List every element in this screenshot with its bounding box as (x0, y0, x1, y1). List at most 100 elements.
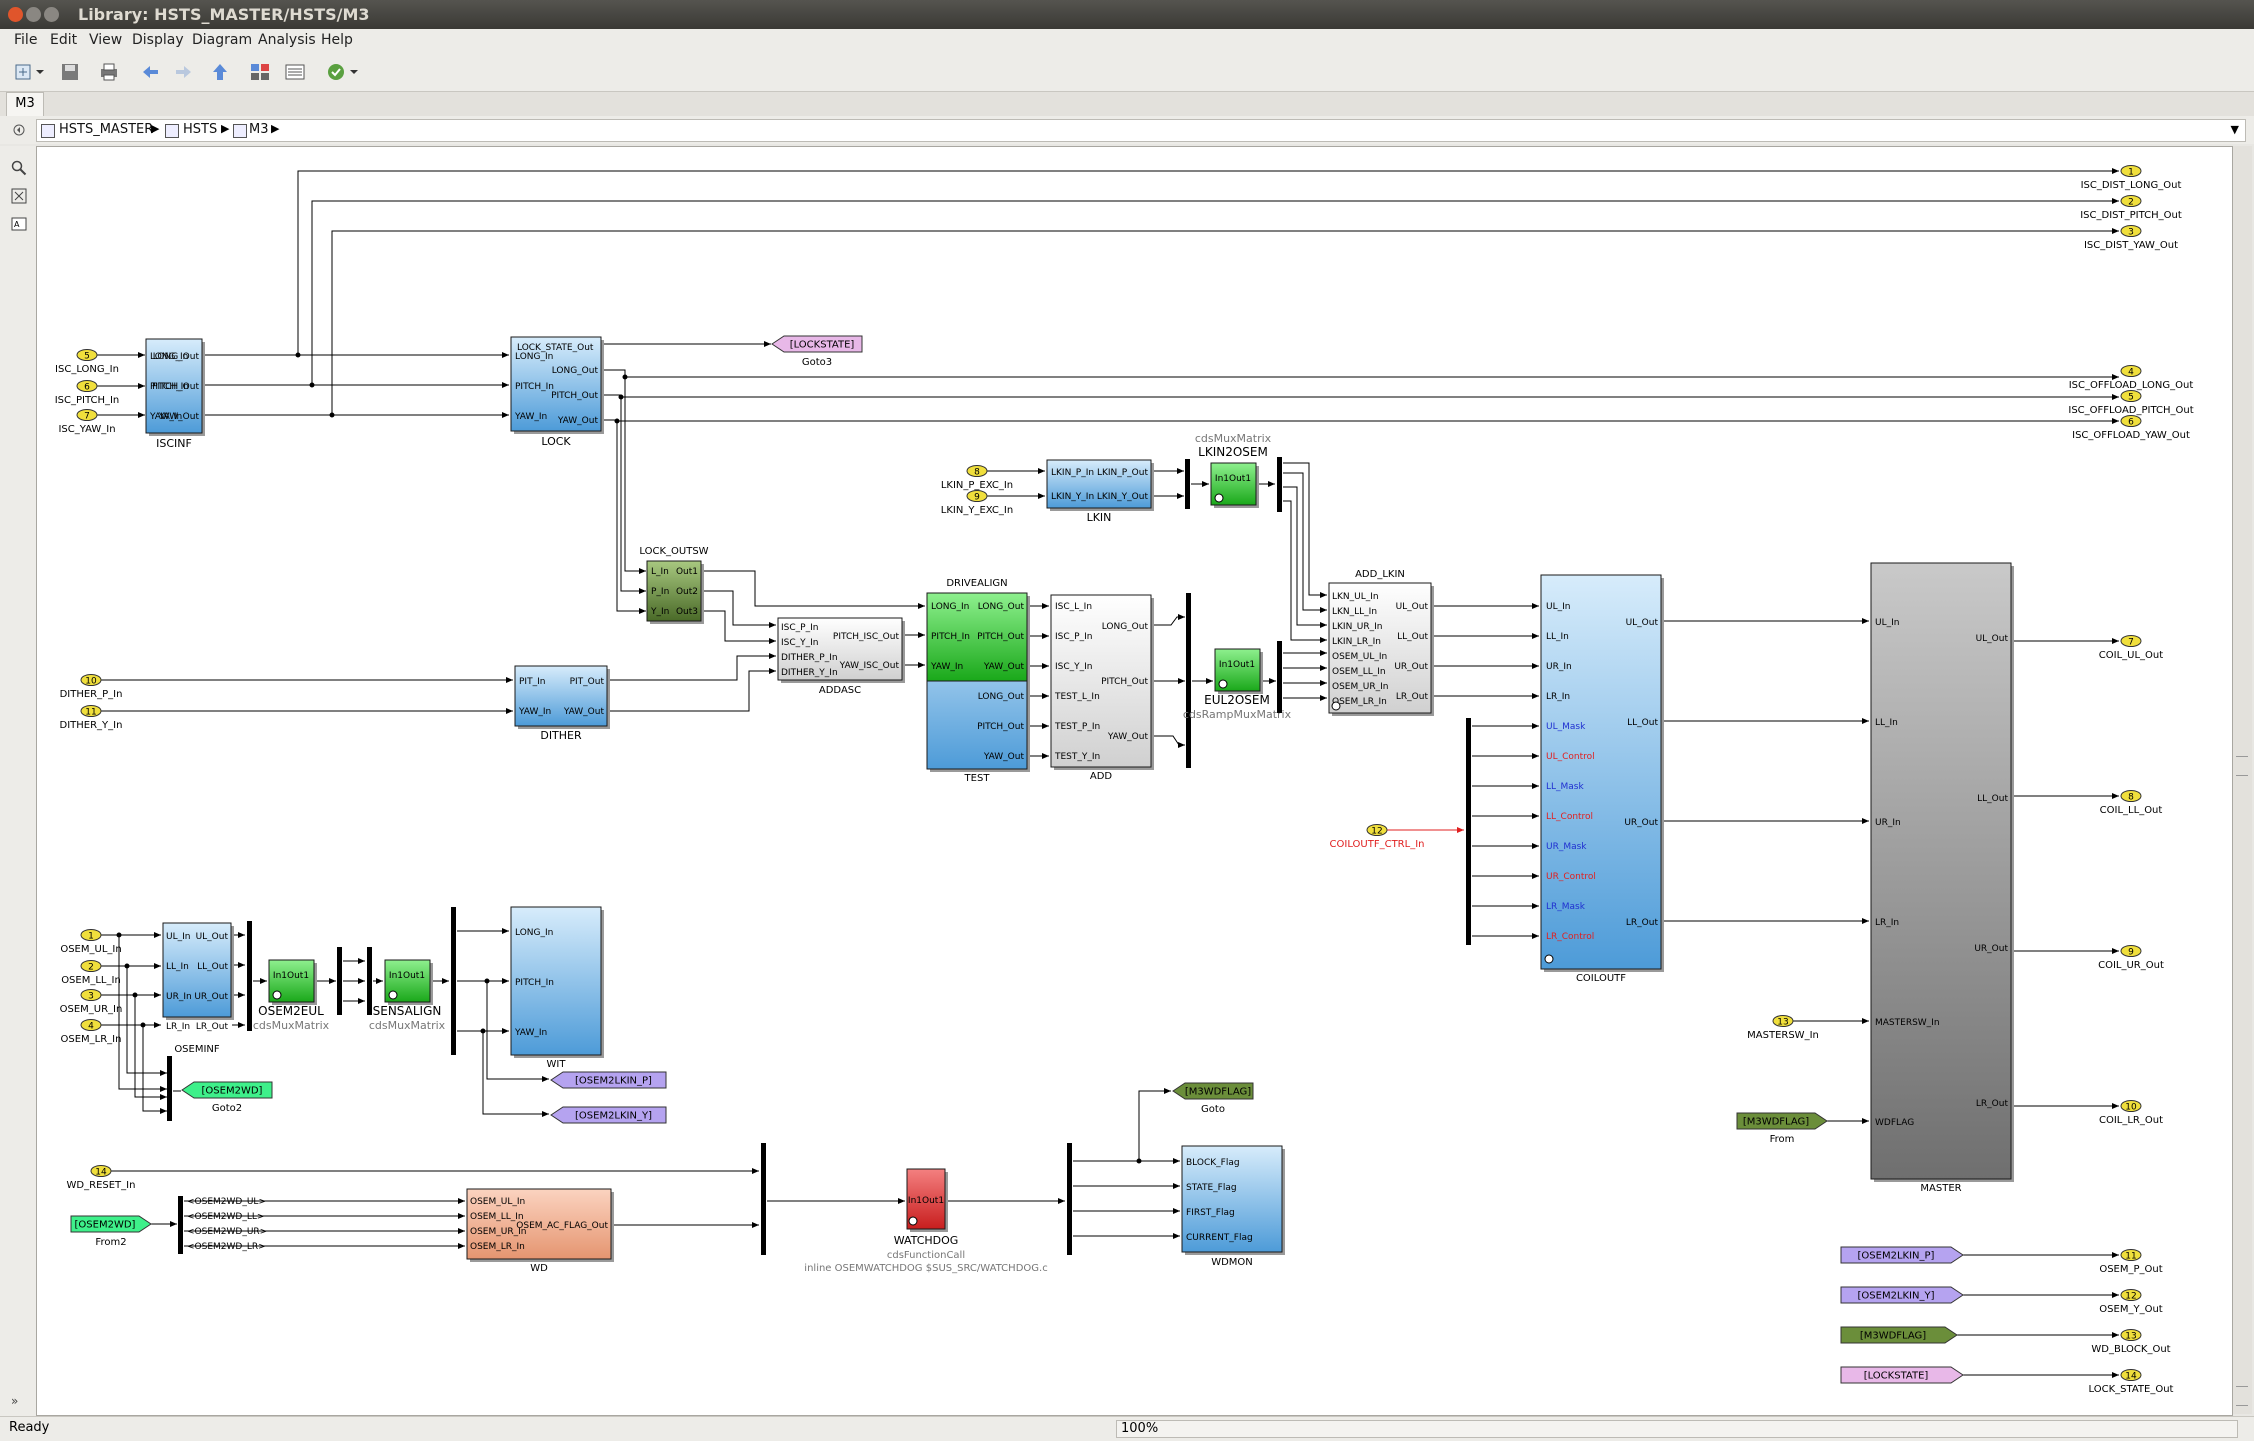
close-window-button[interactable] (8, 7, 23, 22)
mux-bar[interactable] (1185, 459, 1190, 509)
tag-goto-osem2lkin-p[interactable] (550, 1071, 667, 1089)
outport[interactable] (2120, 165, 2142, 177)
block-wit[interactable] (510, 906, 602, 1056)
tag-from-m3wdflag-2[interactable] (1840, 1326, 1958, 1344)
forward-icon[interactable] (172, 60, 196, 84)
tag-goto-osem2lkin-y[interactable] (550, 1106, 667, 1124)
inport[interactable] (966, 465, 988, 477)
mux-bar[interactable] (367, 947, 372, 1015)
breadcrumb-hsts[interactable]: HSTS (183, 122, 218, 137)
block-wdmon[interactable] (1181, 1145, 1283, 1253)
block-addasc[interactable] (777, 617, 903, 681)
block-drivealign[interactable] (926, 592, 1028, 682)
inport[interactable] (966, 490, 988, 502)
tab-m3[interactable]: M3 (6, 92, 44, 116)
block-add[interactable] (1050, 594, 1152, 768)
block-dither[interactable] (514, 665, 608, 727)
outport[interactable] (2120, 365, 2142, 377)
mux-bar[interactable] (1277, 457, 1282, 512)
block-lockoutsw[interactable] (646, 560, 702, 622)
mux-bar[interactable] (337, 947, 342, 1015)
outport[interactable] (2120, 225, 2142, 237)
inport[interactable] (76, 380, 98, 392)
menu-analysis[interactable]: Analysis (258, 32, 316, 48)
inport[interactable] (76, 409, 98, 421)
inport[interactable] (80, 1019, 102, 1031)
outport[interactable] (2120, 1329, 2142, 1341)
outport[interactable] (2120, 790, 2142, 802)
outport[interactable] (2120, 1289, 2142, 1301)
save-icon[interactable] (58, 60, 82, 84)
inport[interactable] (90, 1165, 112, 1177)
block-wd[interactable] (466, 1188, 612, 1260)
mux-bar[interactable] (1067, 1143, 1072, 1255)
up-level-icon[interactable] (208, 60, 232, 84)
tag-goto2[interactable] (181, 1081, 273, 1099)
fit-to-view-icon[interactable] (11, 188, 27, 208)
expand-icon[interactable]: » (11, 1394, 19, 1408)
mux-bar[interactable] (247, 921, 252, 1031)
back-icon[interactable] (138, 60, 162, 84)
dropdown-arrow-icon[interactable] (34, 60, 46, 84)
tag-from-lockstate[interactable] (1840, 1366, 1964, 1384)
dropdown-arrow-icon[interactable]: ▼ (2230, 123, 2239, 136)
block-master[interactable] (1870, 562, 2012, 1180)
tag-from2[interactable] (70, 1215, 152, 1233)
outport[interactable] (2120, 195, 2142, 207)
minimize-window-button[interactable] (26, 7, 41, 22)
menu-diagram[interactable]: Diagram (192, 32, 253, 48)
tag-from-m3wdflag[interactable] (1736, 1112, 1828, 1130)
block-oseminf[interactable] (162, 922, 232, 1018)
mux-bar[interactable] (167, 1056, 172, 1121)
scroll-grip[interactable] (2236, 756, 2248, 776)
menu-display[interactable]: Display (132, 32, 184, 48)
block-iscinf[interactable] (145, 338, 203, 434)
outport[interactable] (2120, 635, 2142, 647)
outport[interactable] (2120, 1100, 2142, 1112)
mux-bar[interactable] (1277, 641, 1282, 713)
inport[interactable] (80, 674, 102, 686)
inport[interactable] (80, 989, 102, 1001)
mux-bar[interactable] (178, 1196, 183, 1254)
inport[interactable] (80, 960, 102, 972)
maximize-window-button[interactable] (44, 7, 59, 22)
inport[interactable] (76, 349, 98, 361)
tag-goto-m3wdflag[interactable] (1172, 1082, 1254, 1100)
new-model-icon[interactable] (12, 60, 36, 84)
mux-bar[interactable] (761, 1143, 766, 1255)
tag-from-osem2lkin-p[interactable] (1840, 1246, 1964, 1264)
menu-help[interactable]: Help (321, 32, 353, 48)
block-lkin[interactable] (1046, 459, 1152, 509)
menu-view[interactable]: View (89, 32, 123, 48)
check-icon[interactable] (324, 60, 348, 84)
block-lock[interactable] (510, 336, 602, 432)
inport[interactable] (80, 705, 102, 717)
hide-explorer-icon[interactable] (12, 122, 26, 136)
tag-from-osem2lkin-y[interactable] (1840, 1286, 1964, 1304)
breadcrumb-m3[interactable]: M3 (249, 122, 269, 137)
tag-goto3[interactable] (771, 335, 863, 353)
inport[interactable] (1772, 1015, 1794, 1027)
outport[interactable] (2120, 415, 2142, 427)
outport[interactable] (2120, 1249, 2142, 1261)
check-dropdown-icon[interactable] (348, 60, 360, 84)
menu-file[interactable]: File (14, 32, 38, 48)
outport[interactable] (2120, 390, 2142, 402)
library-browser-icon[interactable] (248, 60, 272, 84)
breadcrumb-hsts-master[interactable]: HSTS_MASTER (59, 122, 154, 137)
block-coiloutf[interactable] (1540, 574, 1662, 970)
print-icon[interactable] (97, 60, 121, 84)
block-diagram[interactable]: 1ISC_DIST_LONG_Out2ISC_DIST_PITCH_Out3IS… (37, 147, 2232, 1415)
model-explorer-icon[interactable] (283, 60, 307, 84)
outport[interactable] (2120, 1369, 2142, 1381)
zoom-icon[interactable] (11, 160, 27, 180)
mux-bar[interactable] (451, 907, 456, 1055)
menu-edit[interactable]: Edit (50, 32, 78, 48)
annotation-icon[interactable]: A (11, 216, 27, 236)
vertical-scrollbar[interactable] (2232, 146, 2252, 1414)
outport[interactable] (2120, 945, 2142, 957)
inport[interactable] (1366, 824, 1388, 836)
scroll-grip[interactable] (2236, 1386, 2248, 1406)
mux-bar[interactable] (1186, 593, 1191, 768)
